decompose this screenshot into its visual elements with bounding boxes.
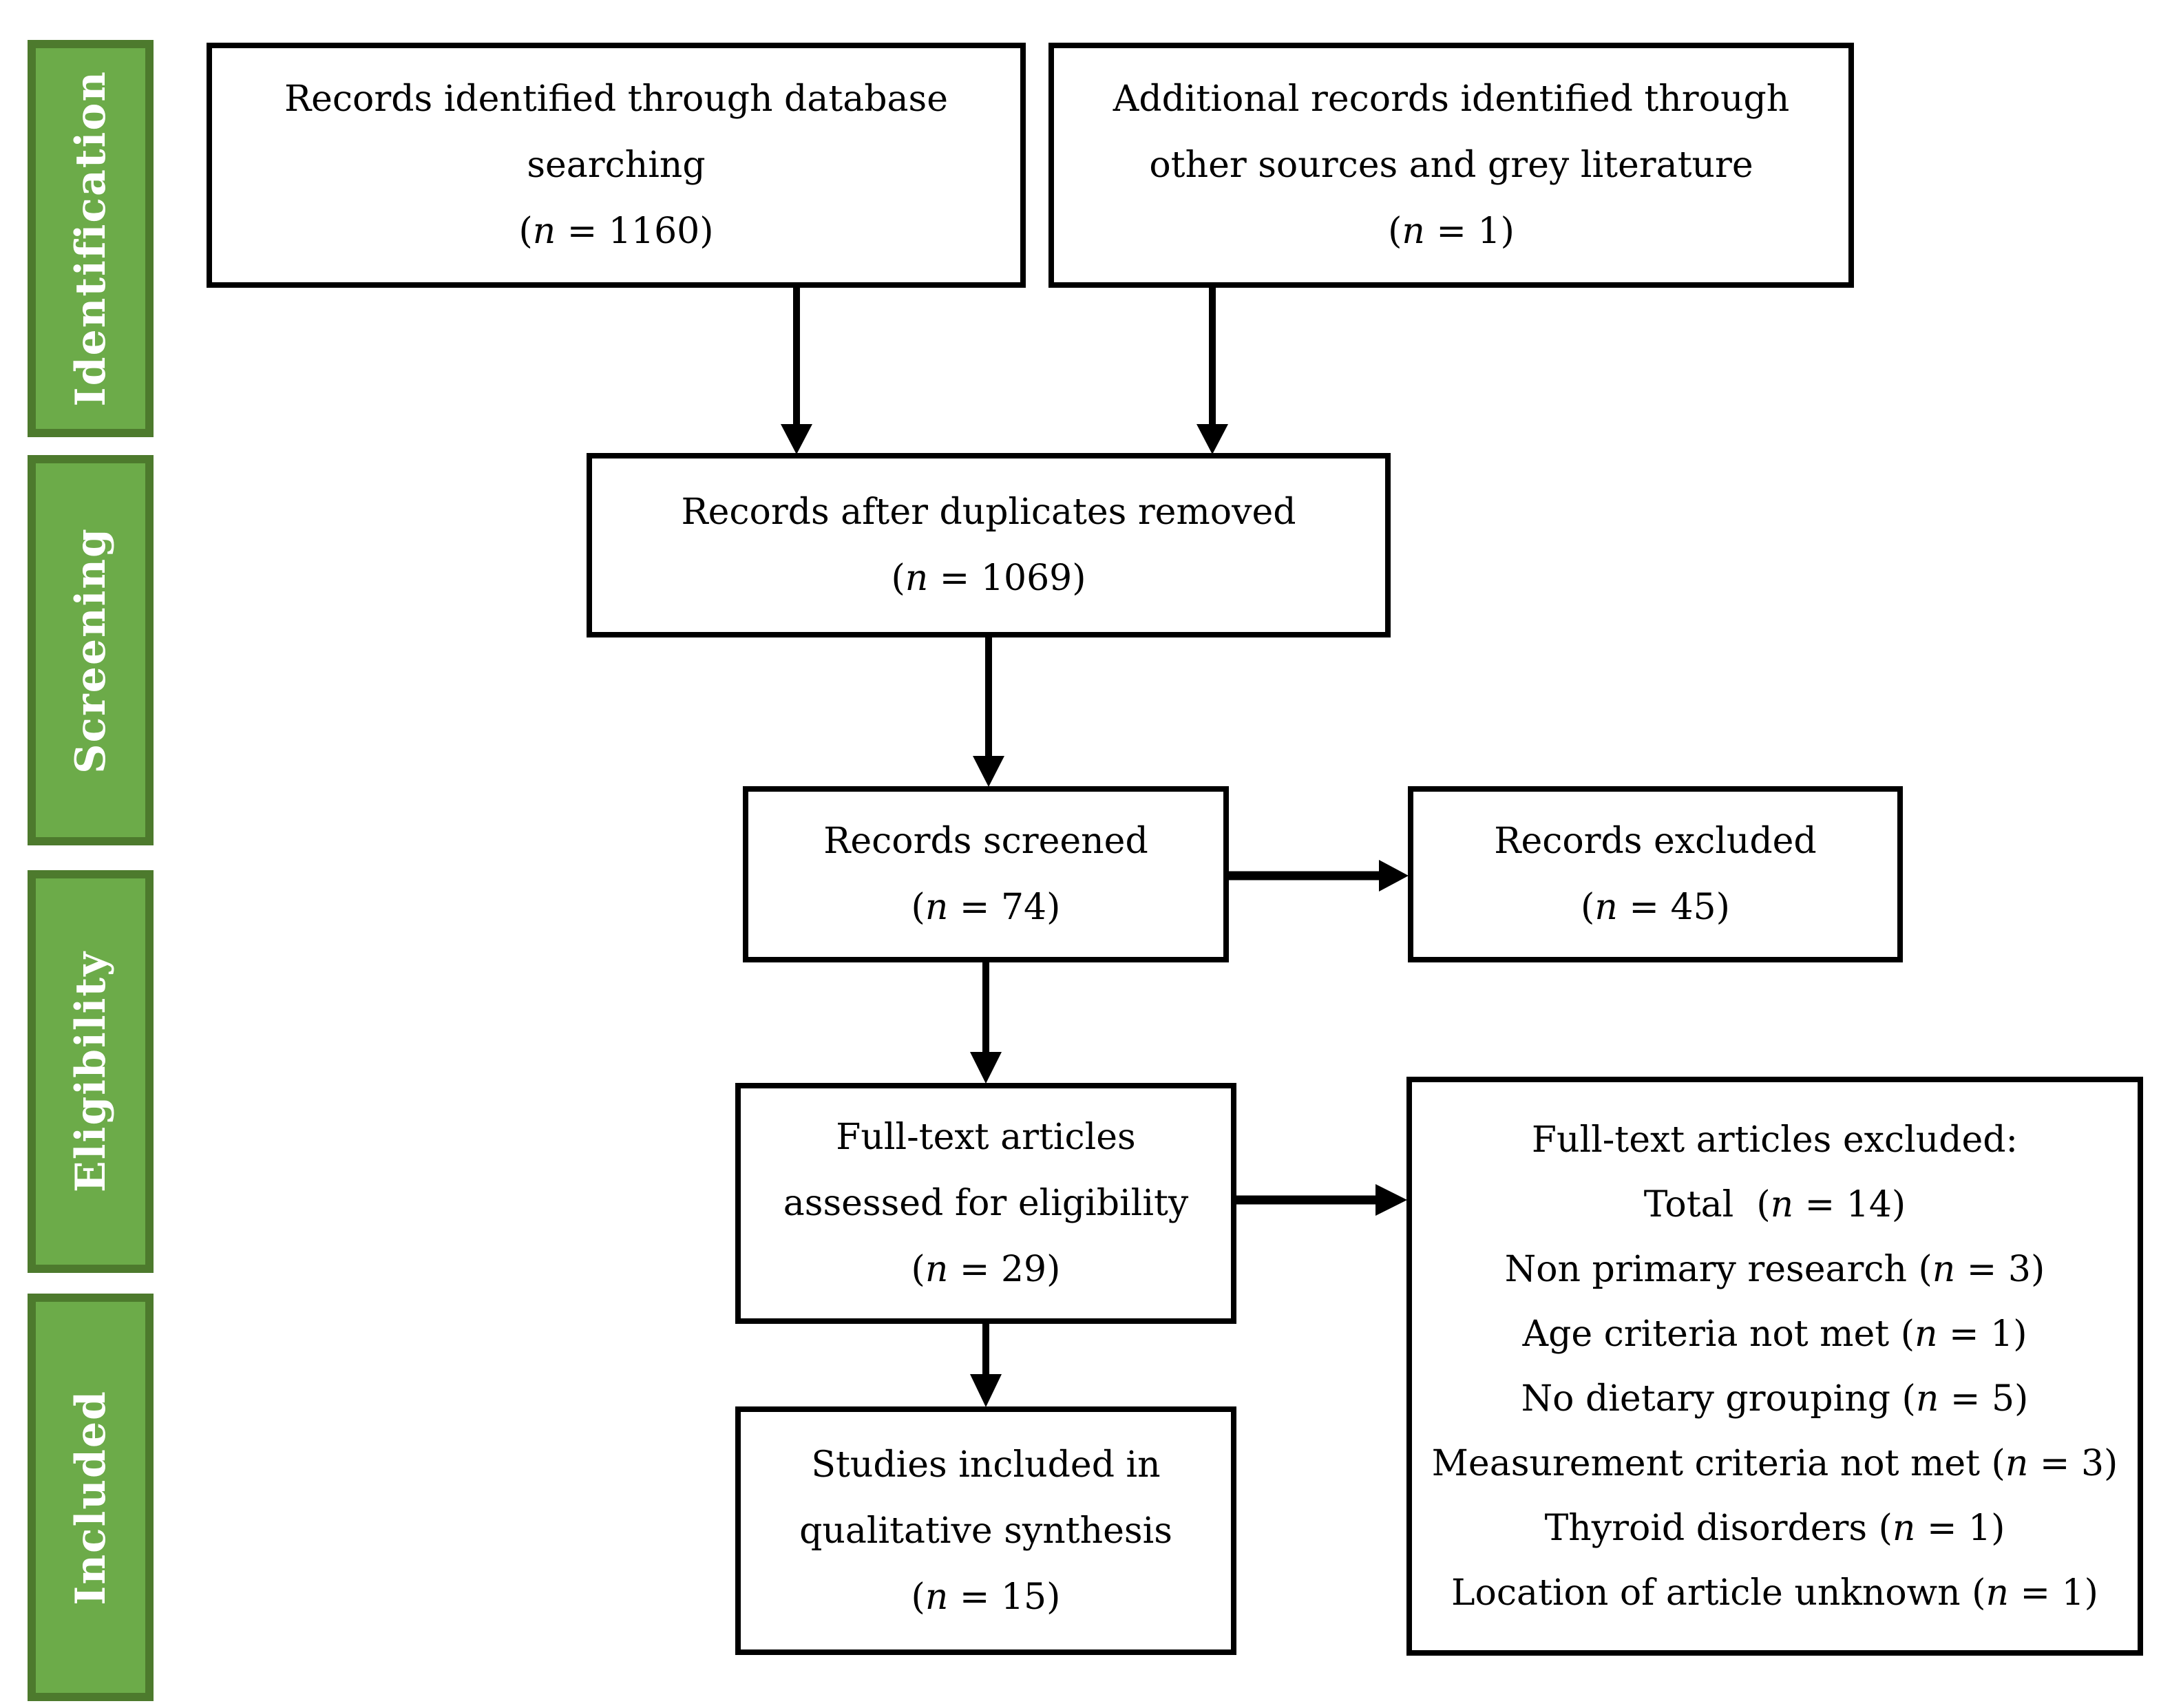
stage-label: Eligibility xyxy=(66,951,115,1192)
box-fulltext-assessed: Full-text articles assessed for eligibil… xyxy=(735,1083,1236,1324)
box-text-line: qualitative synthesis xyxy=(799,1510,1172,1552)
stage-screening: Screening xyxy=(28,455,154,845)
box-count-line: (n = 1) xyxy=(1388,211,1515,252)
exclusion-reason: Non primary research (n = 3) xyxy=(1504,1248,2045,1290)
stage-label: Screening xyxy=(66,527,115,774)
box-records-screened: Records screened (n = 74) xyxy=(743,786,1229,962)
box-count-line: (n = 1069) xyxy=(891,558,1086,599)
box-text-line: Additional records identified through xyxy=(1113,78,1790,120)
arrow-fulltext-to-included-studies xyxy=(970,1322,1002,1407)
stage-eligibility: Eligibility xyxy=(28,870,154,1273)
box-text-line: Full-text articles xyxy=(836,1117,1136,1158)
box-records-deduplicated: Records after duplicates removed (n = 10… xyxy=(587,453,1391,637)
arrow-deduplicated-to-screened xyxy=(973,636,1004,787)
box-records-excluded: Records excluded (n = 45) xyxy=(1408,786,1903,962)
box-studies-included: Studies included in qualitative synthesi… xyxy=(735,1406,1236,1655)
exclusion-reason: Thyroid disorders (n = 1) xyxy=(1544,1507,2005,1549)
box-text-line: Records screened xyxy=(823,821,1148,862)
box-text-line: Records excluded xyxy=(1494,821,1817,862)
arrow-additional-to-deduplicated xyxy=(1197,286,1228,454)
box-count-line: (n = 45) xyxy=(1581,887,1730,928)
box-count-line: (n = 29) xyxy=(911,1249,1061,1290)
box-text-line: other sources and grey literature xyxy=(1149,145,1753,186)
stage-label: Identification xyxy=(66,70,115,407)
box-text-line: searching xyxy=(527,145,706,186)
arrow-identified-to-deduplicated xyxy=(781,286,812,454)
arrow-screened-to-excluded xyxy=(1227,860,1409,892)
stage-identification: Identification xyxy=(28,40,154,437)
box-text-line: Full-text articles excluded: xyxy=(1531,1119,2018,1161)
box-records-identified: Records identified through database sear… xyxy=(207,43,1026,288)
box-count-line: Total (n = 14) xyxy=(1643,1183,1906,1225)
box-count-line: (n = 74) xyxy=(911,887,1061,928)
box-count-line: (n = 1160) xyxy=(518,211,714,252)
stage-included: Included xyxy=(28,1294,154,1701)
box-text-line: Records after duplicates removed xyxy=(681,492,1296,533)
box-count-line: (n = 15) xyxy=(911,1576,1061,1618)
box-text-line: assessed for eligibility xyxy=(783,1183,1189,1224)
box-additional-records: Additional records identified through ot… xyxy=(1048,43,1854,288)
box-text-line: Studies included in xyxy=(811,1444,1161,1486)
exclusion-reason: Measurement criteria not met (n = 3) xyxy=(1431,1442,2118,1484)
box-fulltext-excluded: Full-text articles excluded: Total (n = … xyxy=(1406,1077,2143,1656)
stage-label: Included xyxy=(66,1389,115,1605)
arrow-fulltext-to-fulltext-excluded xyxy=(1235,1184,1407,1216)
exclusion-reason: Location of article unknown (n = 1) xyxy=(1451,1572,2098,1614)
arrow-screened-to-fulltext xyxy=(970,961,1002,1084)
box-text-line: Records identified through database xyxy=(284,78,948,120)
exclusion-reason: No dietary grouping (n = 5) xyxy=(1521,1378,2029,1420)
exclusion-reason: Age criteria not met (n = 1) xyxy=(1522,1313,2027,1355)
